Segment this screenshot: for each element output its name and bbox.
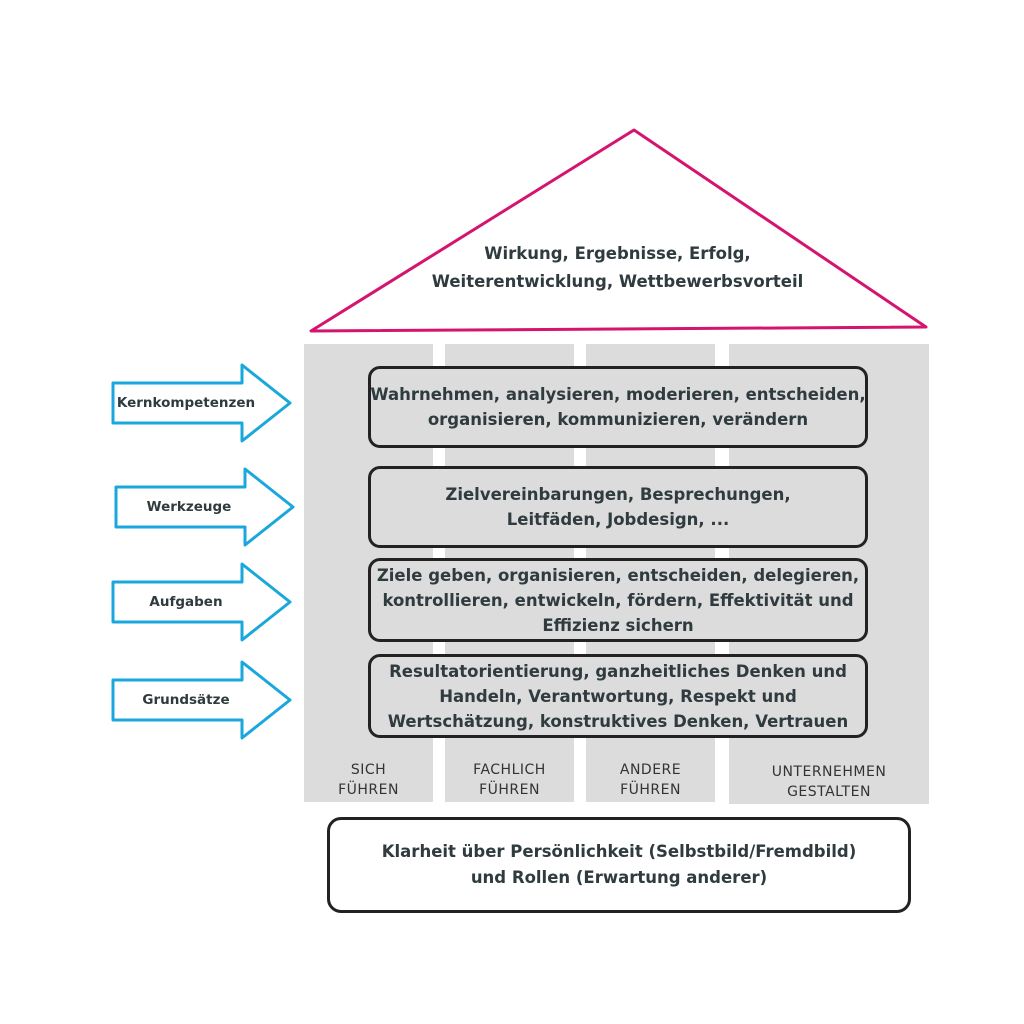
layer-line: Wertschätzung, konstruktives Denken, Ver… (387, 711, 849, 731)
pillar-label-line-2: FÜHREN (479, 782, 540, 798)
layer-kernkompetenzen: Wahrnehmen, analysieren, moderieren, ent… (368, 366, 868, 448)
arrow-label: Aufgaben (149, 594, 223, 610)
pillar-label-line-2: FÜHREN (620, 782, 681, 798)
arrow-label: Werkzeuge (146, 499, 232, 515)
roof-text-line-1: Wirkung, Ergebnisse, Erfolg, (484, 244, 751, 263)
pillar-label: SICH FÜHREN (304, 760, 433, 800)
foundation-line-1: Klarheit über Persönlichkeit (Selbstbild… (381, 842, 857, 861)
roof-text-line-2: Weiterentwicklung, Wettbewerbsvorteil (431, 272, 804, 291)
roof-triangle (309, 128, 928, 333)
layer-line: Resultatorientierung, ganzheitliches Den… (389, 661, 847, 681)
arrow-kernkompetenzen: Kernkompetenzen (110, 362, 295, 444)
pillar-label-line-1: FACHLICH (473, 762, 546, 778)
pillar-label-line-2: GESTALTEN (787, 784, 871, 800)
pillar-label-line-1: SICH (350, 762, 387, 778)
arrow-aufgaben: Aufgaben (110, 561, 295, 643)
pillar-label: ANDERE FÜHREN (586, 760, 715, 800)
arrow-label: Kernkompetenzen (116, 395, 256, 411)
arrow-right-icon (111, 363, 292, 443)
arrow-right-icon (114, 467, 295, 547)
arrow-label: Grundsätze (142, 692, 230, 708)
pillar-label-line-2: FÜHREN (338, 782, 399, 798)
layer-werkzeuge: Zielvereinbarungen, Besprechungen, Leitf… (368, 466, 868, 548)
pillar-label: UNTERNEHMEN GESTALTEN (729, 762, 929, 802)
arrow-werkzeuge: Werkzeuge (113, 466, 298, 548)
foundation: Klarheit über Persönlichkeit (Selbstbild… (327, 817, 911, 913)
layer-line: organisieren, kommunizieren, verändern (427, 410, 809, 429)
arrow-grundsaetze: Grundsätze (110, 659, 295, 741)
layer-aufgaben: Ziele geben, organisieren, entscheiden, … (368, 558, 868, 642)
layer-line: kontrollieren, entwickeln, fördern, Effe… (382, 590, 854, 610)
layer-line: Handeln, Verantwortung, Respekt und (439, 686, 797, 706)
layer-line: Ziele geben, organisieren, entscheiden, … (376, 565, 860, 585)
layer-grundsaetze: Resultatorientierung, ganzheitliches Den… (368, 654, 868, 738)
layer-line: Wahrnehmen, analysieren, moderieren, ent… (370, 385, 866, 404)
arrow-right-icon (111, 562, 292, 642)
foundation-line-2: und Rollen (Erwartung anderer) (470, 868, 768, 887)
layer-line: Zielvereinbarungen, Besprechungen, (445, 485, 791, 504)
layer-line: Effizienz sichern (542, 615, 694, 635)
arrow-right-icon (111, 660, 292, 740)
pillar-label: FACHLICH FÜHREN (445, 760, 574, 800)
roof-text: Wirkung, Ergebnisse, Erfolg, Weiterentwi… (310, 240, 925, 296)
pillar-label-line-1: ANDERE (619, 762, 682, 778)
layer-line: Leitfäden, Jobdesign, ... (506, 510, 730, 529)
pillar-label-line-1: UNTERNEHMEN (771, 764, 887, 780)
